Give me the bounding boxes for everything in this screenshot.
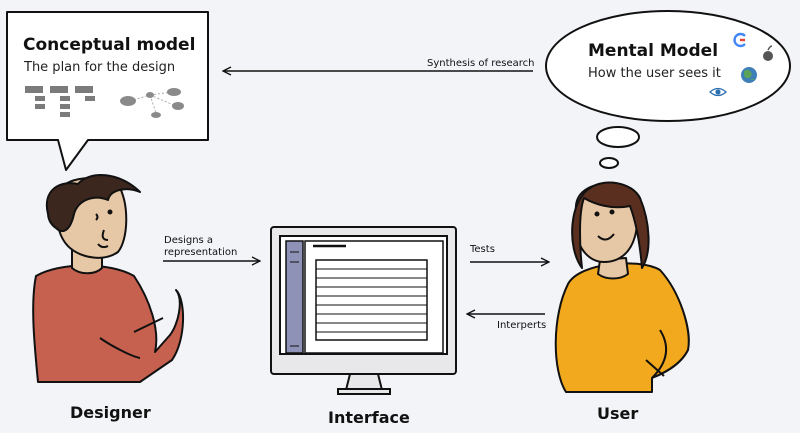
bubble-network-thumbnail (120, 88, 184, 118)
conceptual-model-title: Conceptual model (23, 35, 196, 55)
tests-label: Tests (470, 244, 495, 255)
monitor-illustration (270, 226, 457, 395)
designs-label-line1: Designs a (164, 235, 214, 246)
eye-icon (709, 87, 727, 97)
monitor-sidebar (285, 240, 304, 354)
mental-model-thought-bubble (545, 10, 791, 169)
user-illustration (554, 181, 690, 393)
google-g-icon (733, 32, 746, 48)
conceptual-model-bubble (6, 11, 209, 171)
designs-label-line2: representation (164, 247, 238, 258)
user-caption: User (597, 404, 639, 423)
interface-caption: Interface (328, 408, 410, 427)
mental-model-subtitle: How the user sees it (588, 66, 721, 81)
apple-icon (763, 45, 773, 61)
interperts-label: Interperts (497, 320, 547, 331)
designer-illustration (32, 173, 185, 383)
designer-caption: Designer (70, 403, 151, 422)
conceptual-model-subtitle: The plan for the design (24, 60, 176, 75)
synthesis-label: Synthesis of research (427, 58, 535, 69)
globe-icon (741, 67, 757, 83)
sitemap-thumbnail (25, 86, 95, 117)
monitor-content-list (315, 259, 428, 341)
mental-model-title: Mental Model (588, 41, 719, 61)
